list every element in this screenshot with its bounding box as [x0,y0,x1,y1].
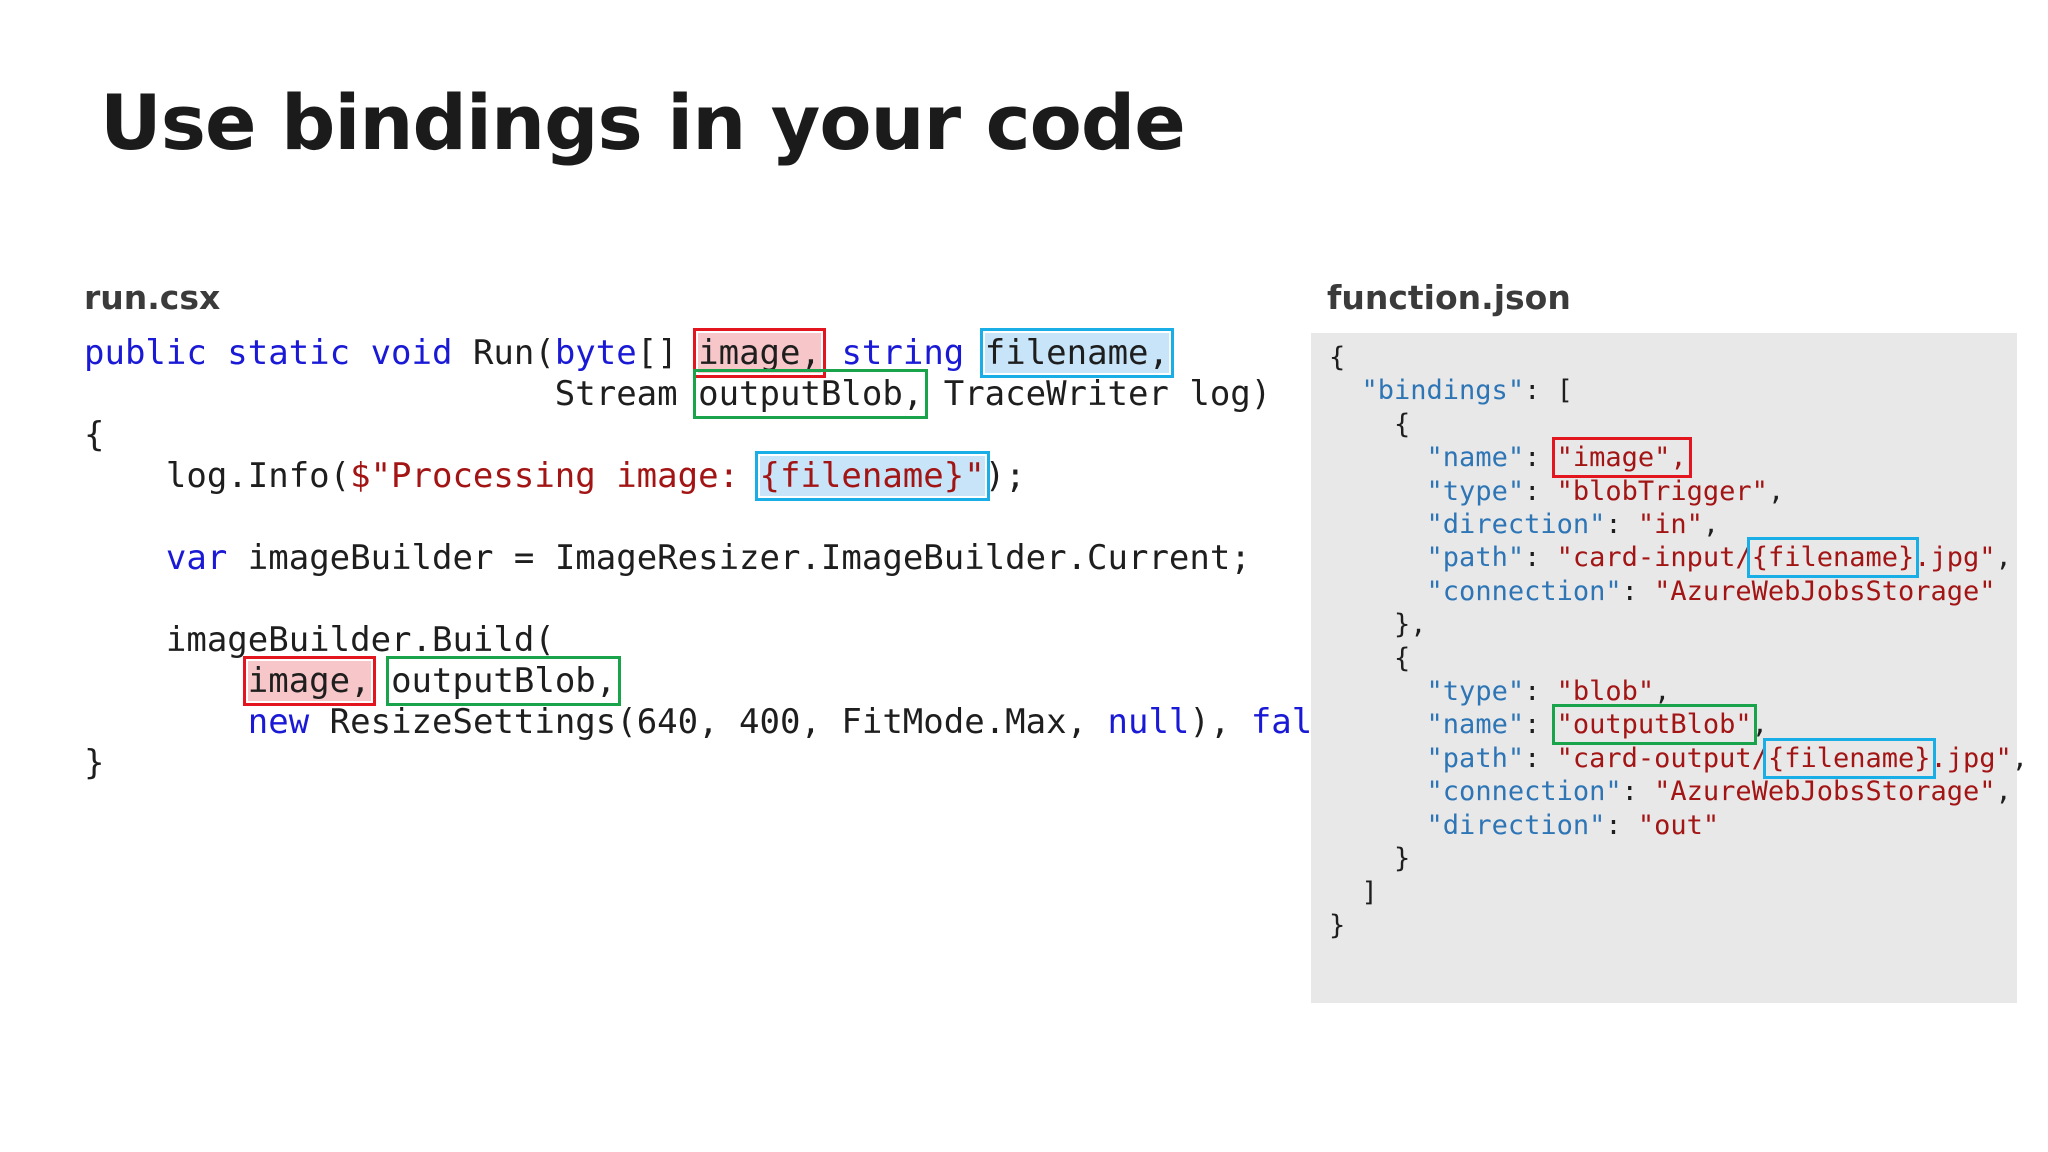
kw-null: null [1107,702,1190,742]
run-csx-code: public static void Run(byte[] image, str… [84,328,1394,784]
code-text [821,333,841,373]
kw-new: new [247,702,310,742]
json-brace: { [1329,342,1346,373]
code-text [371,661,391,701]
code-line-3: { [84,415,105,455]
code-text: imageBuilder = ImageResizer.ImageBuilder… [227,538,1251,578]
code-string: $"Processing image: [350,456,760,496]
json-value: "AzureWebJobsStorage" [1654,575,1996,607]
json-value: "in" [1637,509,1703,541]
json-key: "direction" [1426,509,1606,541]
json-key: "connection" [1426,776,1622,808]
json-value: "card-output/ [1556,742,1768,774]
code-text [84,661,248,701]
json-filename-input-highlight: {filename} [1746,537,1920,579]
code-text: ResizeSettings(640, 400, FitMode.Max, [309,702,1108,742]
code-line-4: log.Info($"Processing image: {filename}"… [84,451,1026,501]
json-name-image-highlight: "image", [1551,437,1692,479]
kw-var: var [165,538,228,578]
function-json-panel: { "bindings": [ { "name": "image", "type… [1311,333,2028,1003]
json-brace: } [1329,909,1346,941]
json-value: "card-input/ [1556,542,1752,574]
json-value: .jpg" [1914,542,1996,574]
code-line-2: Stream outputBlob, TraceWriter log) [84,369,1272,419]
code-line-8: imageBuilder.Build( [84,620,555,660]
code-text [964,333,984,373]
json-key: "direction" [1426,809,1606,841]
kw-byte: byte [554,333,637,373]
code-line-9: image, outputBlob, [84,656,622,706]
json-brace: }, [1329,609,1427,641]
json-value: "blobTrigger" [1556,475,1768,507]
code-text [84,702,248,742]
run-csx-label: run.csx [84,278,221,317]
code-text: ); [984,456,1026,496]
arg-image-highlight: image, [242,656,376,706]
code-line-6: var imageBuilder = ImageResizer.ImageBui… [84,538,1251,578]
kw-public-static-void: public static void [84,333,453,373]
kw-string: string [841,333,965,373]
json-value: "blob" [1556,676,1655,708]
json-punct: : [ [1524,375,1573,407]
code-line-11: } [84,743,105,783]
slide-title: Use bindings in your code [100,78,1186,167]
json-key: "name" [1426,442,1525,474]
json-key: "type" [1426,475,1525,507]
json-value: .jpg" [1930,742,2012,774]
json-value: "AzureWebJobsStorage" [1654,776,1996,808]
function-json-code: { "bindings": [ { "name": "image", "type… [1329,342,2029,941]
code-line-10: new ResizeSettings(640, 400, FitMode.Max… [84,702,1394,742]
json-value: "out" [1637,809,1720,841]
filename-interpolation-highlight: {filename}" [754,451,990,501]
code-text: TraceWriter log) [923,374,1272,414]
code-text [84,538,166,578]
code-text: Stream [84,374,699,414]
json-filename-output-highlight: {filename} [1762,737,1936,779]
param-filename-highlight: filename, [979,328,1175,378]
code-text: log.Info( [84,456,351,496]
json-bracket: ] [1329,876,1378,908]
arg-outputblob-highlight: outputBlob, [386,656,622,706]
param-image-highlight: image, [693,328,826,378]
json-key: "path" [1426,742,1525,774]
json-brace: { [1329,642,1411,674]
json-name-outputblob-highlight: "outputBlob" [1551,704,1757,746]
code-line-1: public static void Run(byte[] image, str… [84,328,1175,378]
function-json-label: function.json [1327,278,1571,317]
code-text: ), [1189,702,1251,742]
param-outputblob-highlight: outputBlob, [693,369,929,419]
json-key-bindings: "bindings" [1361,375,1525,407]
json-key: "name" [1426,709,1525,741]
json-brace: } [1329,843,1411,875]
code-text: Run( [452,333,555,373]
code-text: [] [636,333,699,373]
json-key: "connection" [1426,575,1622,607]
json-key: "path" [1426,542,1525,574]
json-brace: { [1329,408,1411,440]
json-key: "type" [1426,676,1525,708]
